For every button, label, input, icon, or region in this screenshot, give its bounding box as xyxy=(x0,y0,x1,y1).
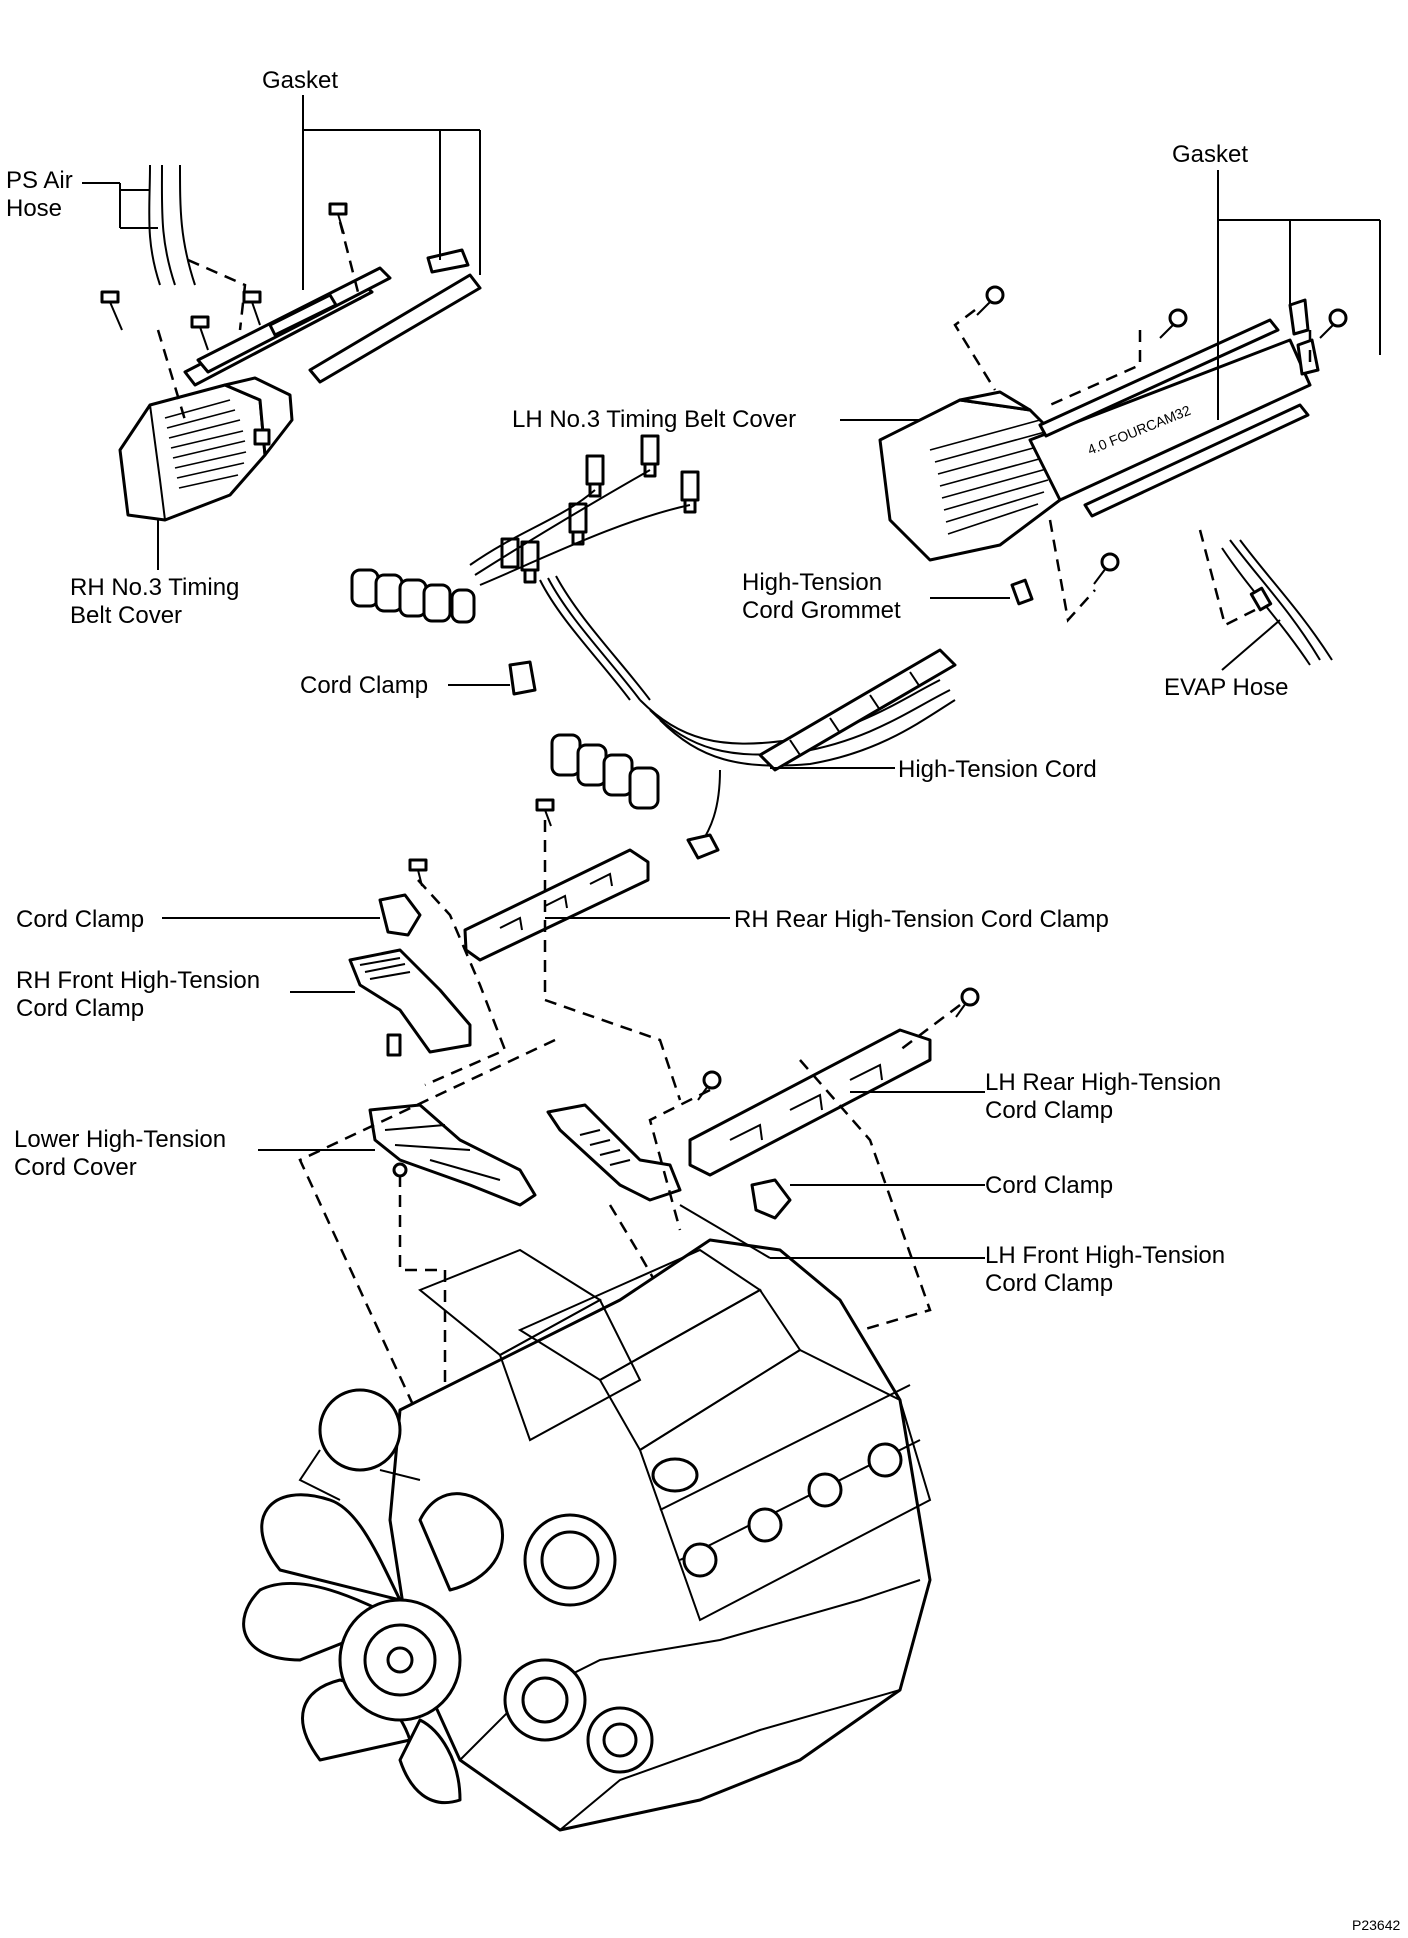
rh-cover-bolts xyxy=(100,202,348,351)
label-lower-ht-cord-cover-line2: Cord Cover xyxy=(14,1154,137,1181)
rh-front-ht-cord-clamp xyxy=(348,948,472,1057)
engine-pulleys xyxy=(298,1388,654,1774)
label-lh-no3-timing-belt-cover: LH No.3 Timing Belt Cover xyxy=(512,406,796,433)
cord-clamp-upper xyxy=(508,660,537,696)
label-lh-front-ht-cord-clamp-line2: Cord Clamp xyxy=(985,1270,1113,1297)
label-evap-hose: EVAP Hose xyxy=(1164,674,1289,701)
label-rh-front-ht-cord-clamp-line1: RH Front High-Tension xyxy=(16,967,260,994)
label-rh-front-ht-cord-clamp-line2: Cord Clamp xyxy=(16,995,144,1022)
label-gasket-rh: Gasket xyxy=(262,67,338,94)
lh-no3-timing-belt-cover: 4.0 FOURCAM32 xyxy=(878,338,1312,562)
leader-lines xyxy=(82,95,1381,1259)
lh-cover-bolts xyxy=(976,285,1348,585)
label-ps-air-hose-line2: Hose xyxy=(6,195,62,222)
ht-cord-middle-boots xyxy=(550,733,660,810)
label-lh-front-ht-cord-clamp-line1: LH Front High-Tension xyxy=(985,1242,1225,1269)
label-cord-clamp-upper: Cord Clamp xyxy=(300,672,428,699)
label-ht-cord-grommet-line1: High-Tension xyxy=(742,569,882,596)
ht-cord-left-boots xyxy=(350,568,476,624)
cooling-fan xyxy=(242,1492,505,1805)
label-cord-clamp-right: Cord Clamp xyxy=(985,1172,1113,1199)
label-high-tension-cord: High-Tension Cord xyxy=(898,756,1097,783)
cord-clamp-left xyxy=(378,893,422,937)
rh-no3-timing-belt-cover xyxy=(118,376,294,522)
label-ps-air-hose-line1: PS Air xyxy=(6,167,73,194)
lh-rear-ht-cord-clamp xyxy=(688,987,980,1177)
label-rh-rear-ht-cord-clamp: RH Rear High-Tension Cord Clamp xyxy=(734,906,1109,933)
rh-rear-ht-cord-clamp xyxy=(463,798,650,962)
label-rh-no3-timing-belt-cover-line2: Belt Cover xyxy=(70,602,182,629)
ht-cord-grommet xyxy=(1010,578,1034,606)
label-ht-cord-grommet-line2: Cord Grommet xyxy=(742,597,901,624)
part-labels: Gasket Gasket PS Air Hose LH No.3 Timing… xyxy=(6,67,1400,1933)
lower-ht-cord-cover xyxy=(368,1103,537,1207)
evap-hose xyxy=(1221,539,1333,666)
label-lower-ht-cord-cover-line1: Lower High-Tension xyxy=(14,1126,226,1153)
lh-front-ht-cord-clamp xyxy=(546,1103,682,1202)
cord-clamp-right xyxy=(750,1178,792,1220)
label-lh-rear-ht-cord-clamp-line2: Cord Clamp xyxy=(985,1097,1113,1124)
ps-air-hose xyxy=(148,164,196,286)
label-lh-rear-ht-cord-clamp-line1: LH Rear High-Tension xyxy=(985,1069,1221,1096)
high-tension-cord-assembly xyxy=(350,434,957,860)
rh-gaskets xyxy=(183,248,482,387)
label-cord-clamp-left: Cord Clamp xyxy=(16,906,144,933)
label-rh-no3-timing-belt-cover-line1: RH No.3 Timing xyxy=(70,574,239,601)
label-gasket-lh: Gasket xyxy=(1172,141,1248,168)
figure-id: P23642 xyxy=(1352,1917,1400,1933)
